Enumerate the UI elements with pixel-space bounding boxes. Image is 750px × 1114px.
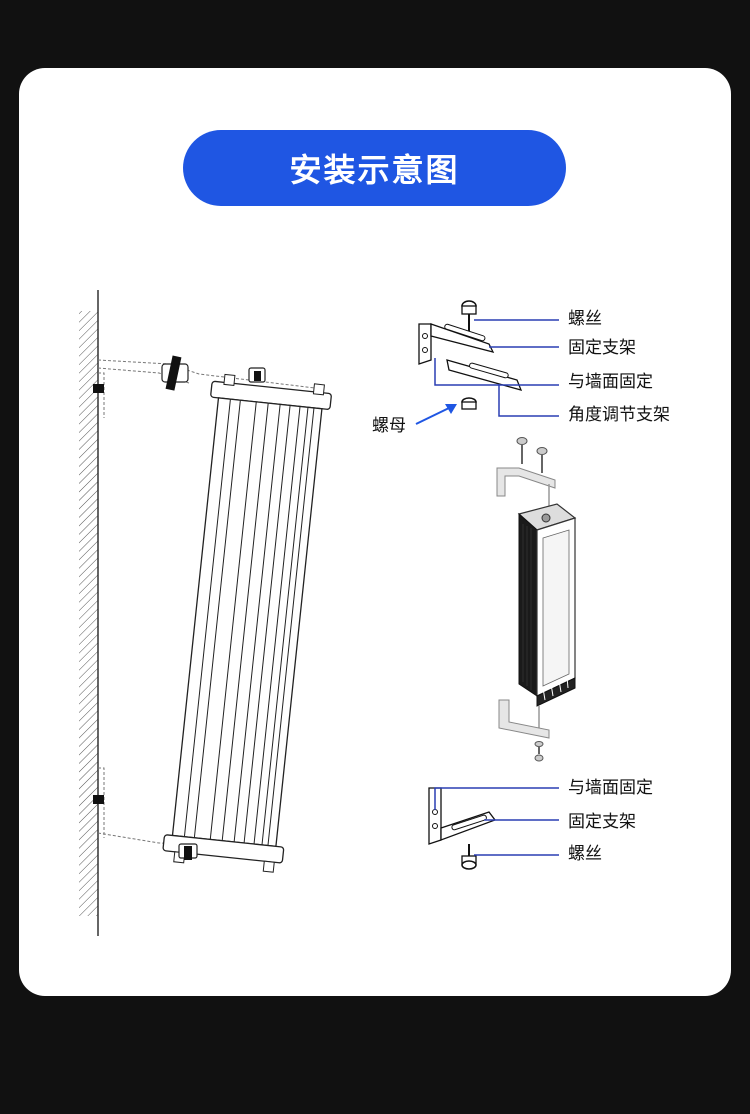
bottom-leader-lines bbox=[434, 787, 559, 856]
wall-anchor-top bbox=[93, 384, 104, 393]
installation-diagram bbox=[79, 290, 577, 936]
label-bottom-fixed-bracket: 固定支架 bbox=[568, 812, 636, 832]
bottom-screw-icon bbox=[461, 860, 477, 870]
label-bottom-wall-fix: 与墙面固定 bbox=[568, 778, 653, 798]
title-banner: 安装示意图 bbox=[183, 130, 566, 206]
nut-arrow bbox=[415, 404, 457, 425]
speaker-column-side bbox=[162, 373, 332, 873]
label-nut: 螺母 bbox=[372, 416, 406, 436]
content-card: 安装示意图 bbox=[19, 68, 731, 996]
wall-hatch bbox=[79, 311, 98, 916]
label-top-screw: 螺丝 bbox=[568, 309, 602, 329]
label-angle-bracket: 角度调节支架 bbox=[568, 405, 670, 425]
label-top-wall-fix: 与墙面固定 bbox=[568, 372, 653, 392]
bottom-clamp bbox=[178, 843, 198, 860]
wall-anchor-bottom bbox=[93, 795, 104, 804]
top-bracket-detail bbox=[418, 300, 523, 410]
wall-mount-illustration bbox=[79, 290, 332, 936]
top-leader-lines bbox=[434, 319, 559, 417]
label-top-fixed-bracket: 固定支架 bbox=[568, 338, 636, 358]
top-clamp bbox=[161, 355, 266, 391]
speaker-exploded-view bbox=[496, 437, 577, 762]
bottom-bracket-detail bbox=[428, 787, 497, 870]
label-bottom-screw: 螺丝 bbox=[568, 844, 602, 864]
